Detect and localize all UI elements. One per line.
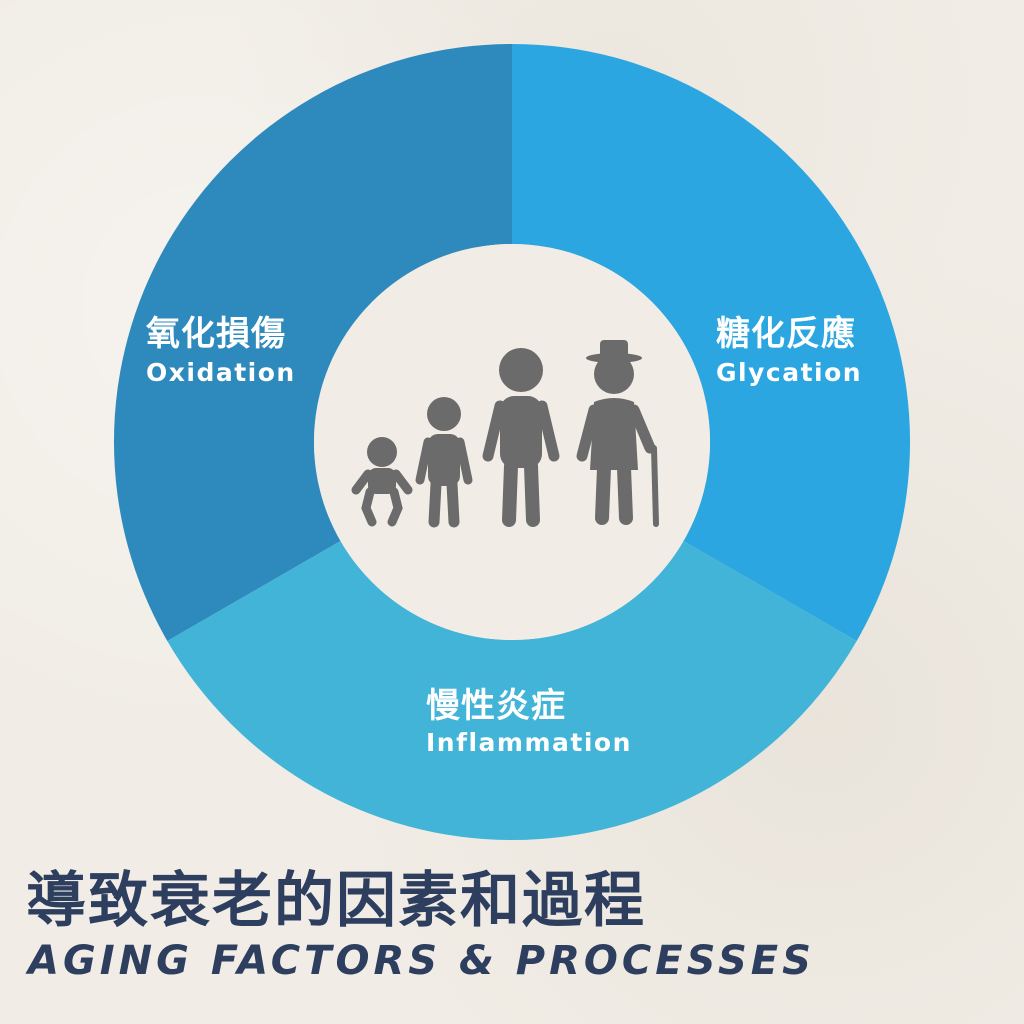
label-inflammation-zh: 慢性炎症 <box>426 686 566 726</box>
title-chinese: 導致衰老的因素和過程 <box>26 866 646 936</box>
label-inflammation-en: Inflammation <box>426 728 632 757</box>
label-oxidation-zh: 氧化損傷 <box>146 314 286 354</box>
segment-oxidation <box>113 44 512 641</box>
elder-figure <box>576 340 659 527</box>
aging-people-icon <box>351 340 659 528</box>
label-glycation-zh: 糖化反應 <box>716 314 856 354</box>
child-figure <box>415 397 473 528</box>
segment-glycation <box>512 44 911 641</box>
title-english: AGING FACTORS & PROCESSES <box>28 938 815 984</box>
toddler-figure <box>351 437 413 527</box>
label-oxidation-en: Oxidation <box>146 358 296 387</box>
label-glycation-en: Glycation <box>716 358 863 387</box>
adult-figure <box>482 348 560 527</box>
segment-inflammation <box>167 541 857 841</box>
